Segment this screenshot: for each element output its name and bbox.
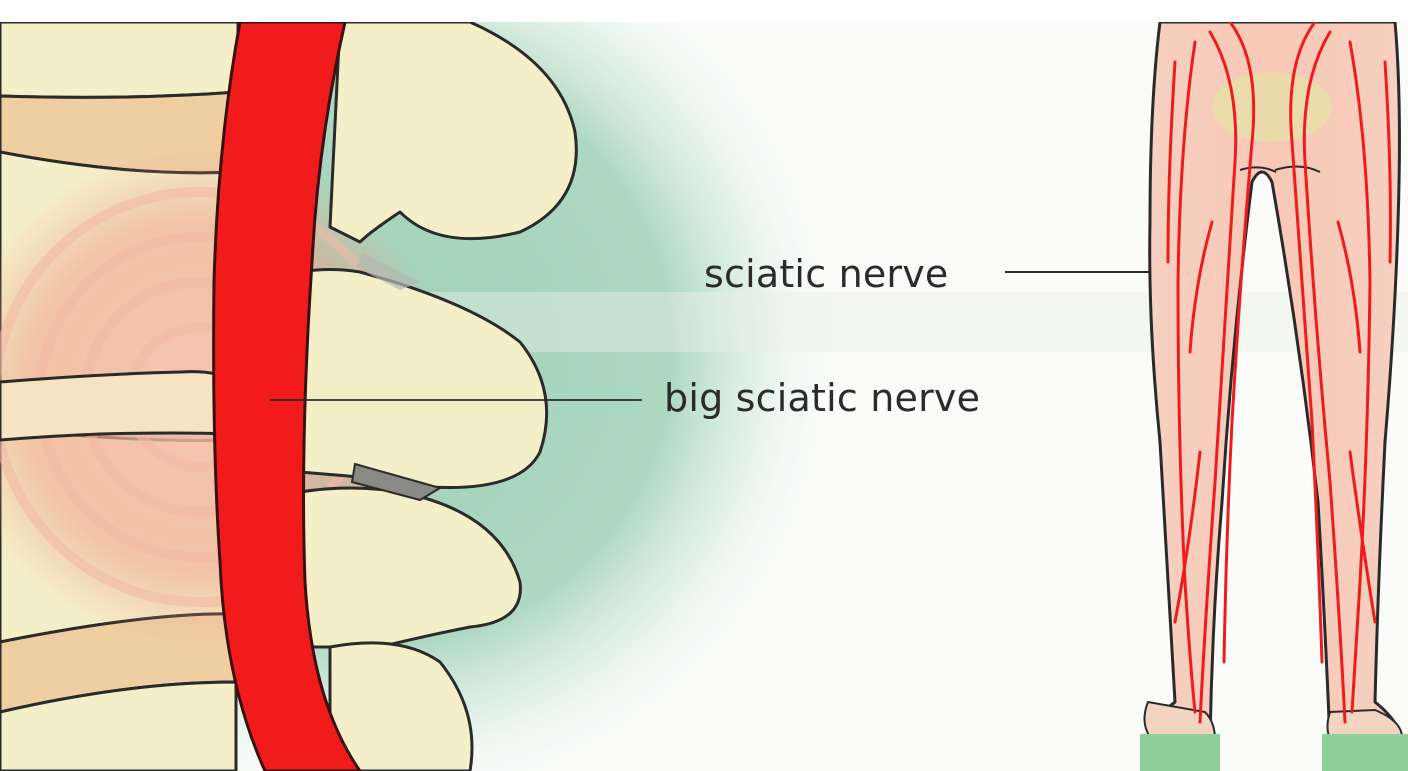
nerve-root <box>0 370 249 442</box>
sciatic-nerve-label: sciatic nerve <box>704 252 949 296</box>
spinal-cord <box>212 22 362 771</box>
ligament-shadow <box>356 252 420 290</box>
illustration-canvas: sciatic nerve big sciatic nerve <box>0 22 1408 771</box>
spinous-processes <box>298 22 578 771</box>
legs-figure <box>1140 22 1408 771</box>
anatomy-illustration <box>0 22 1408 771</box>
big-sciatic-nerve-label: big sciatic nerve <box>664 376 981 420</box>
ligament-shadow <box>350 462 443 502</box>
